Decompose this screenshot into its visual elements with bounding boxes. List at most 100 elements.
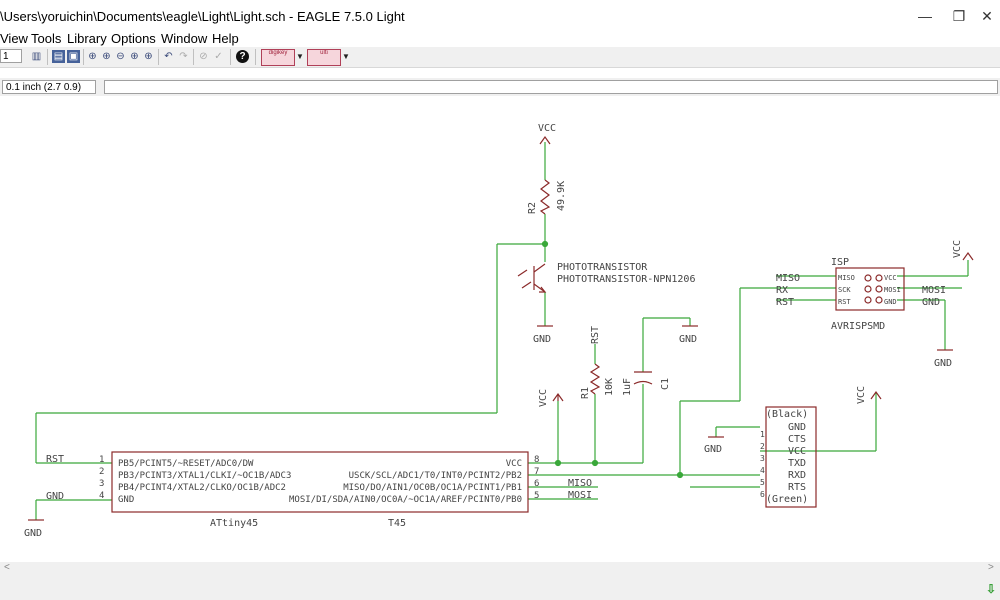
gnd-ftdi-label: GND <box>704 444 722 455</box>
stop-icon[interactable]: ⊘ <box>199 51 208 62</box>
go-icon[interactable]: ✓ <box>214 51 223 62</box>
menu-library[interactable]: Library <box>67 31 107 46</box>
coordinate-bar: 0.1 inch (2.7 0.9) <box>0 78 1000 96</box>
ftdi-num-4: 4 <box>760 466 765 475</box>
isp-pad-icon <box>864 274 872 282</box>
vcc-left-label: VCC <box>538 389 549 407</box>
isp-net-miso: MISO <box>776 273 800 284</box>
schematic-canvas[interactable]: VCC R2 49.9K PHOTOTRANSISTOR PHOTOTRANSI… <box>0 97 1000 562</box>
vcc-top-label: VCC <box>538 123 556 134</box>
net-gnd-label: GND <box>46 491 64 502</box>
command-input[interactable] <box>104 80 998 94</box>
isp-pad-icon <box>875 274 883 282</box>
script-icon[interactable]: ▤ <box>52 50 65 63</box>
menu-window[interactable]: Window <box>161 31 208 46</box>
vcc-ftdi-label: VCC <box>856 386 867 404</box>
net-wires <box>35 142 969 520</box>
toolbar-separator <box>193 49 194 65</box>
attiny-body <box>111 451 529 513</box>
scroll-right-icon[interactable]: > <box>988 562 994 573</box>
zoom-select-icon[interactable]: ⊕ <box>144 51 153 62</box>
gnd-left-label: GND <box>24 528 42 539</box>
junction-dot <box>541 240 549 248</box>
isp-pad-icon <box>875 296 883 304</box>
ftdi-pin-cts: CTS <box>788 434 806 445</box>
isp-pad-icon <box>875 285 883 293</box>
restore-button[interactable]: ❐ <box>952 8 966 24</box>
ftdi-num-5: 5 <box>760 478 765 487</box>
isp-name-label: ISP <box>831 257 849 268</box>
attiny-pin-3: PB4/PCINT4/XTAL2/CLKO/OC1B/ADC2 <box>118 483 286 493</box>
phototransistor-arrow-icon <box>539 286 547 293</box>
help-icon[interactable]: ? <box>236 50 249 63</box>
attiny-num-1: 1 <box>99 455 104 465</box>
zoom-out-icon[interactable]: ⊖ <box>116 51 125 62</box>
attiny-pin-1: PB5/PCINT5/~RESET/ADC0/DW <box>118 459 254 469</box>
menu-view[interactable]: View <box>0 31 28 46</box>
horizontal-scrollbar[interactable]: < > <box>0 562 1000 576</box>
minimize-button[interactable]: — <box>918 8 932 24</box>
schematic-drawing[interactable]: VCC R2 49.9K PHOTOTRANSISTOR PHOTOTRANSI… <box>0 97 1000 562</box>
menu-tools[interactable]: Tools <box>31 31 62 46</box>
attiny-name-label: ATtiny45 <box>210 518 258 529</box>
sheet-select[interactable]: 1 <box>0 49 22 63</box>
toolbar-separator <box>83 49 84 65</box>
attiny-num-4: 4 <box>99 491 104 501</box>
isp-net-rx: RX <box>776 285 788 296</box>
ftdi-pin-rts: RTS <box>788 482 806 493</box>
gnd-c1-label: GND <box>679 334 697 345</box>
toolbar-separator <box>255 49 256 65</box>
isp-value-label: AVRISPSMD <box>831 321 885 332</box>
zoom-fit-icon[interactable]: ⊕ <box>88 51 97 62</box>
resistor-r1-icon <box>589 363 601 395</box>
scroll-left-icon[interactable]: < <box>4 562 10 573</box>
chevron-down-icon[interactable]: ▼ <box>296 52 304 61</box>
light-rays-icon <box>517 269 532 289</box>
digikey-logo-icon[interactable]: digikey <box>261 49 295 66</box>
attiny-pin-4: GND <box>118 495 134 505</box>
ftdi-top-label: (Black) <box>766 409 808 420</box>
resistor-r2-icon <box>539 179 551 215</box>
chevron-down-icon[interactable]: ▼ <box>342 52 350 61</box>
isp-pin-vcc: VCC <box>884 274 897 282</box>
attiny-pin-5: MOSI/DI/SDA/AIN0/OC0A/~OC1A/AREF/PCINT0/… <box>289 495 522 505</box>
layer-icon[interactable]: ▥ <box>31 51 42 62</box>
c1-value-label: 1uF <box>622 378 633 396</box>
toolbar-separator <box>158 49 159 65</box>
ftdi-body <box>765 406 817 508</box>
net-mosi-label: MOSI <box>568 490 592 501</box>
undo-icon[interactable]: ↶ <box>164 51 173 62</box>
attiny-num-2: 2 <box>99 467 104 477</box>
ftdi-bottom-label: (Green) <box>766 494 808 505</box>
phototransistor-name-label: PHOTOTRANSISTOR <box>557 262 648 273</box>
isp-pin-mosi: MOSI <box>884 286 901 294</box>
zoom-redraw-icon[interactable]: ⊕ <box>130 51 139 62</box>
attiny-pin-8: VCC <box>506 459 522 469</box>
r1-net-label: RST <box>590 326 601 344</box>
c1-name-label: C1 <box>660 378 671 390</box>
ulti-logo-icon[interactable]: ulti <box>307 49 341 66</box>
attiny-num-3: 3 <box>99 479 104 489</box>
close-button[interactable]: ✕ <box>981 8 993 24</box>
r2-value-label: 49.9K <box>556 181 567 211</box>
vcc-isp-label: VCC <box>952 240 963 258</box>
menu-help[interactable]: Help <box>212 31 239 46</box>
menu-bar: View Tools Library Options Window Help <box>0 30 1000 48</box>
junction-dot <box>676 471 684 479</box>
labels: VCC R2 49.9K PHOTOTRANSISTOR PHOTOTRANSI… <box>24 123 963 539</box>
ftdi-num-6: 6 <box>760 490 765 499</box>
vcc-arrow-icon <box>539 135 551 145</box>
zoom-in-icon[interactable]: ⊕ <box>102 51 111 62</box>
menu-options[interactable]: Options <box>111 31 156 46</box>
status-ok-icon: ⇩ <box>985 582 996 596</box>
run-icon[interactable]: ▣ <box>67 50 80 63</box>
junctions <box>541 240 684 479</box>
r2-name-label: R2 <box>527 202 538 214</box>
redo-icon[interactable]: ↷ <box>179 51 188 62</box>
attiny-num-7: 7 <box>534 467 539 477</box>
title-bar: \Users\yoruichin\Documents\eagle\Light\L… <box>0 0 1000 32</box>
isp-pin-miso: MISO <box>838 274 855 282</box>
attiny-num-8: 8 <box>534 455 539 465</box>
isp-pin-rst: RST <box>838 298 851 306</box>
ftdi-num-1: 1 <box>760 430 765 439</box>
